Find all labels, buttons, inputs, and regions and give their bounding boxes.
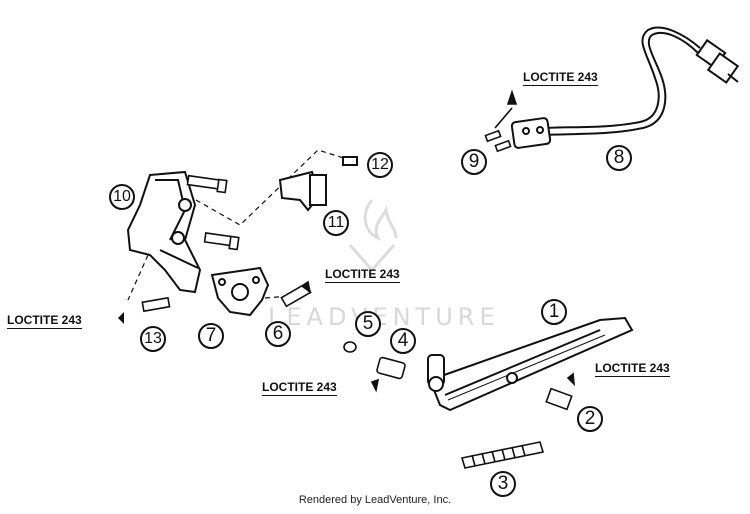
wiring-harness: [510, 26, 740, 149]
callout-12: 12: [367, 152, 393, 178]
plate-7: [210, 266, 270, 317]
bolts-bracket: [141, 174, 240, 313]
callout-4: 4: [390, 328, 416, 354]
callout-6: 6: [265, 321, 291, 347]
callout-1: 1: [541, 299, 567, 325]
callout-2: 2: [577, 406, 603, 432]
footer-credit: Rendered by LeadVenture, Inc.: [298, 494, 452, 506]
callout-3: 3: [490, 471, 516, 497]
spring-3: [460, 441, 545, 469]
watermark-logo: [348, 199, 398, 273]
callout-8: 8: [606, 145, 632, 171]
loctite-drops: [118, 312, 124, 324]
callout-9: 9: [461, 149, 487, 175]
kickstand: [427, 316, 634, 412]
loctite-label-lower-middle: LOCTITE 243: [262, 380, 337, 396]
callout-7: 7: [198, 323, 224, 349]
loctite-label-middle: LOCTITE 243: [325, 267, 400, 283]
loctite-label-left: LOCTITE 243: [7, 313, 82, 329]
callout-5: 5: [355, 311, 381, 337]
pin-6: [280, 280, 312, 308]
callout-10: 10: [109, 184, 135, 210]
bolt-2: [545, 372, 576, 411]
callout-11: 11: [323, 210, 349, 236]
loctite-label-top: LOCTITE 243: [523, 70, 598, 86]
loctite-label-right: LOCTITE 243: [595, 361, 670, 377]
small-bracket: [278, 156, 358, 212]
watermark-text: LEADVENTURE: [268, 303, 500, 331]
spacers-4-5: [343, 341, 406, 393]
callout-13: 13: [140, 326, 166, 352]
bracket-assembly: [126, 170, 202, 294]
screws-9: [484, 89, 518, 153]
